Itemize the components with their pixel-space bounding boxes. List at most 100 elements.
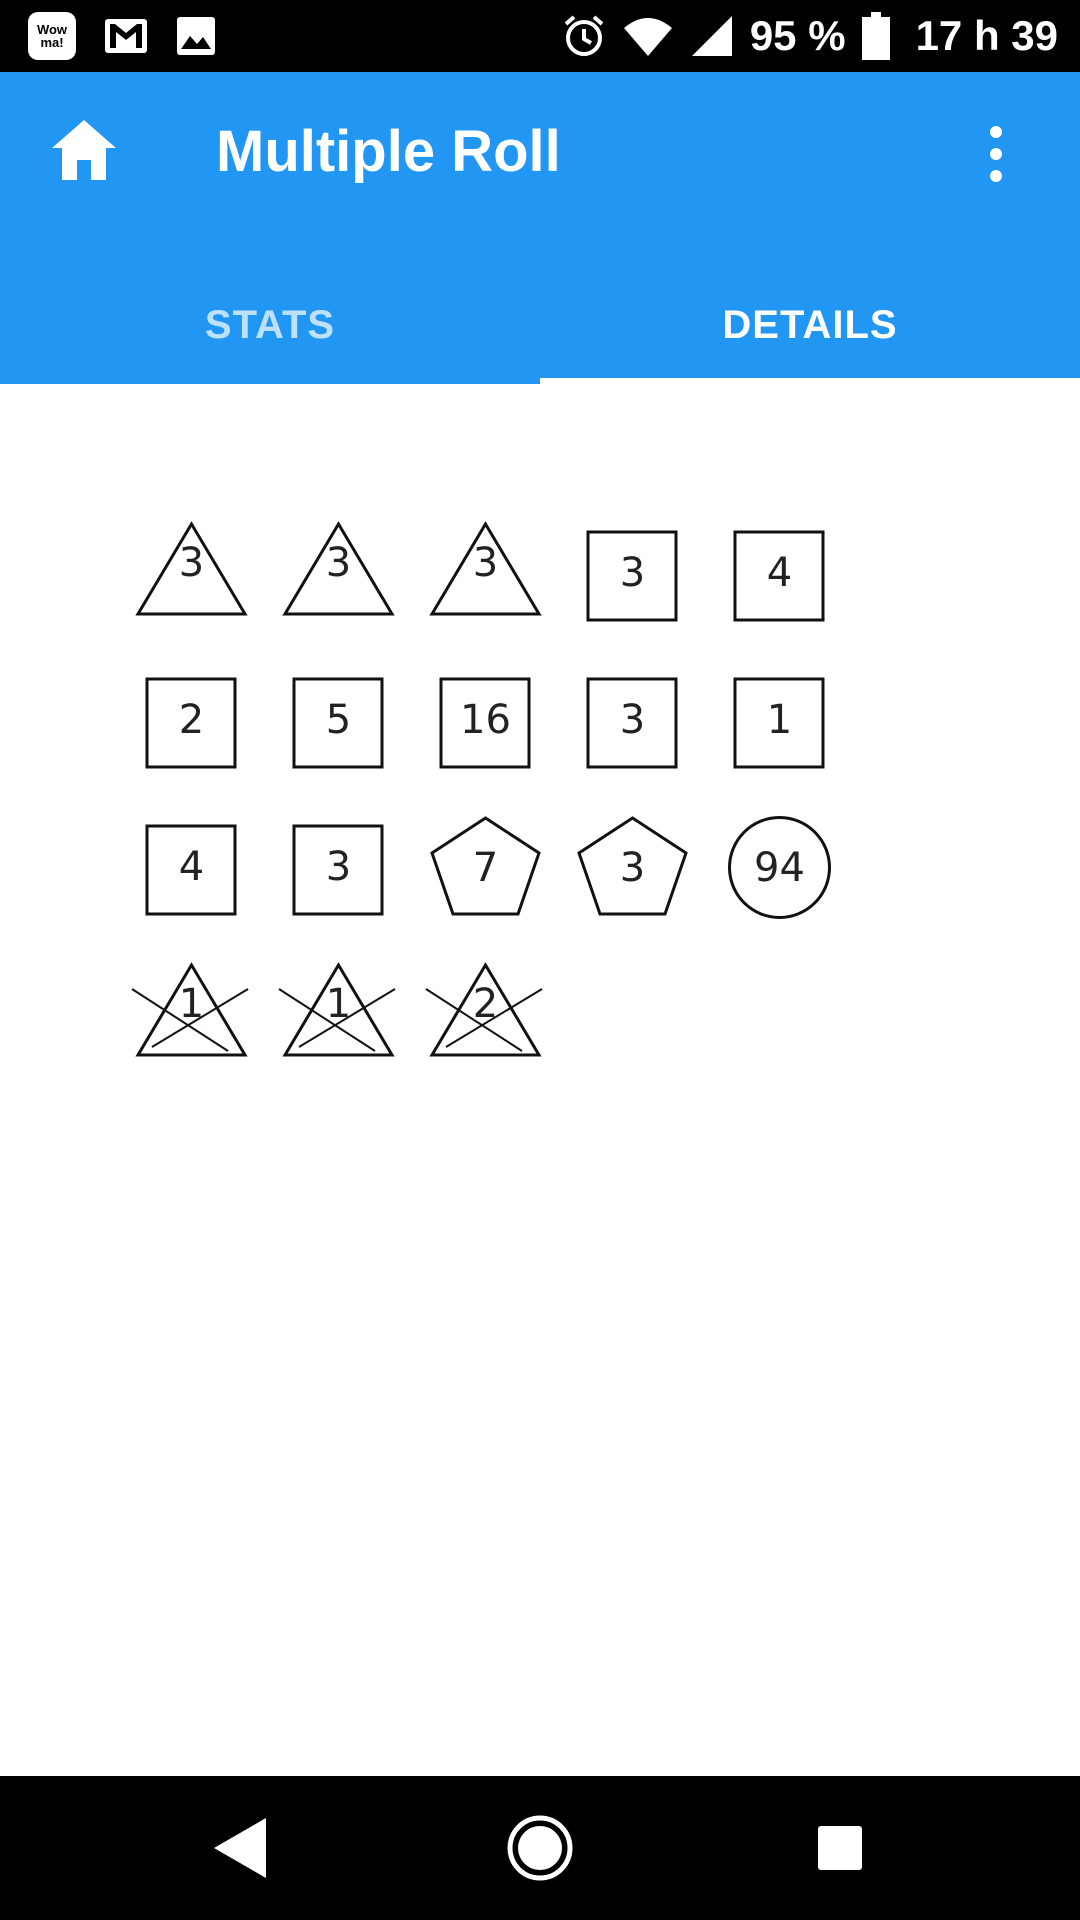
system-nav-bar: [0, 1776, 1080, 1920]
home-icon[interactable]: [50, 118, 118, 182]
die-outline: [430, 816, 541, 916]
die-value: 3: [472, 540, 499, 586]
die-outline: [135, 521, 248, 616]
die-shape: [292, 824, 384, 916]
status-icons: 95 % 17 h 39: [562, 0, 1058, 72]
die-value: 1: [325, 981, 352, 1027]
discard-cross-line: [278, 988, 376, 1052]
die-shape: [733, 530, 825, 622]
die-outline: [586, 677, 678, 769]
die-shape: [292, 677, 384, 769]
die-value: 3: [325, 540, 352, 586]
gmail-icon: [105, 19, 147, 53]
die: 94: [706, 794, 853, 941]
battery-percent: 95 %: [749, 12, 846, 59]
die-outline: [586, 530, 678, 622]
die-shape: [439, 677, 531, 769]
die-outline: [292, 677, 384, 769]
recents-icon[interactable]: [804, 1812, 876, 1884]
die-shape: [430, 816, 541, 916]
die-shape: [425, 962, 543, 1057]
battery-icon: [861, 12, 890, 60]
tab-stats[interactable]: STATS: [0, 266, 540, 384]
die-value: 4: [766, 550, 793, 596]
die-value: 2: [178, 697, 205, 743]
die-shape: [278, 962, 396, 1057]
die-value: 16: [460, 697, 511, 743]
die-value: 3: [178, 540, 205, 586]
die-shape: [429, 521, 542, 616]
tab-details-label: DETAILS: [722, 302, 898, 347]
wowma-label-line1: Wow: [36, 22, 68, 37]
die: 2: [412, 941, 559, 1088]
gallery-icon: [177, 17, 215, 55]
die: 1: [118, 941, 265, 1088]
die-value: 94: [754, 845, 805, 891]
clock: 17 h 39: [915, 12, 1058, 59]
die-value: 3: [619, 697, 646, 743]
die-shape: [733, 677, 825, 769]
die: 5: [265, 647, 412, 794]
die: 3: [265, 500, 412, 647]
die-outline: [577, 816, 688, 916]
die-outline: [145, 824, 237, 916]
discard-cross-line: [445, 988, 543, 1048]
back-icon[interactable]: [206, 1812, 278, 1884]
die-value: 5: [325, 697, 352, 743]
die-shape: [586, 677, 678, 769]
die: 16: [412, 647, 559, 794]
die-outline: [728, 816, 831, 919]
die-value: 3: [619, 845, 646, 891]
die-outline: [292, 824, 384, 916]
die-outline: [733, 530, 825, 622]
more-vert-icon[interactable]: [972, 124, 1020, 184]
discard-cross-line: [425, 988, 523, 1052]
die-outline: [429, 521, 542, 616]
die: 3: [265, 794, 412, 941]
notification-icons: Wow ma!: [28, 12, 216, 60]
die-value: 3: [325, 844, 352, 890]
die-shape: [577, 816, 688, 916]
die: 3: [559, 794, 706, 941]
die: 3: [559, 500, 706, 647]
status-bar: Wow ma! 95 % 17 h 39: [0, 0, 1080, 72]
die: 3: [118, 500, 265, 647]
tab-bar: STATS DETAILS: [0, 266, 1080, 384]
app-bar: Multiple Roll STATS DETAILS: [0, 72, 1080, 384]
die-shape: [145, 824, 237, 916]
die-value: 7: [472, 845, 499, 891]
die-outline: [282, 521, 395, 616]
home-circle-icon[interactable]: [504, 1812, 576, 1884]
tab-stats-label: STATS: [204, 302, 336, 347]
die: 4: [706, 500, 853, 647]
die-shape: [145, 677, 237, 769]
tab-indicator: [540, 378, 1080, 384]
die: 1: [265, 941, 412, 1088]
die-shape: [135, 521, 248, 616]
wifi-icon: [623, 18, 672, 56]
die-outline: [439, 677, 531, 769]
die: 1: [706, 647, 853, 794]
die: 2: [118, 647, 265, 794]
page-title: Multiple Roll: [216, 119, 561, 184]
die-value: 1: [178, 981, 205, 1027]
alarm-icon: [564, 15, 604, 56]
wowma-app-icon: Wow ma!: [28, 12, 76, 60]
die-shape: [131, 962, 249, 1057]
die-shape: [586, 530, 678, 622]
die: 3: [412, 500, 559, 647]
die-shape: [282, 521, 395, 616]
discard-cross-line: [298, 988, 396, 1048]
die: 7: [412, 794, 559, 941]
discard-cross-line: [151, 988, 249, 1048]
die-value: 1: [766, 697, 793, 743]
die-value: 4: [178, 844, 205, 890]
die-shape: [728, 816, 831, 919]
tab-details[interactable]: DETAILS: [540, 266, 1080, 384]
die: 3: [559, 647, 706, 794]
cell-signal-icon: [691, 16, 732, 56]
die: 4: [118, 794, 265, 941]
wowma-label-line2: ma!: [40, 35, 64, 50]
die-value: 2: [472, 981, 499, 1027]
discard-cross-line: [131, 988, 229, 1052]
